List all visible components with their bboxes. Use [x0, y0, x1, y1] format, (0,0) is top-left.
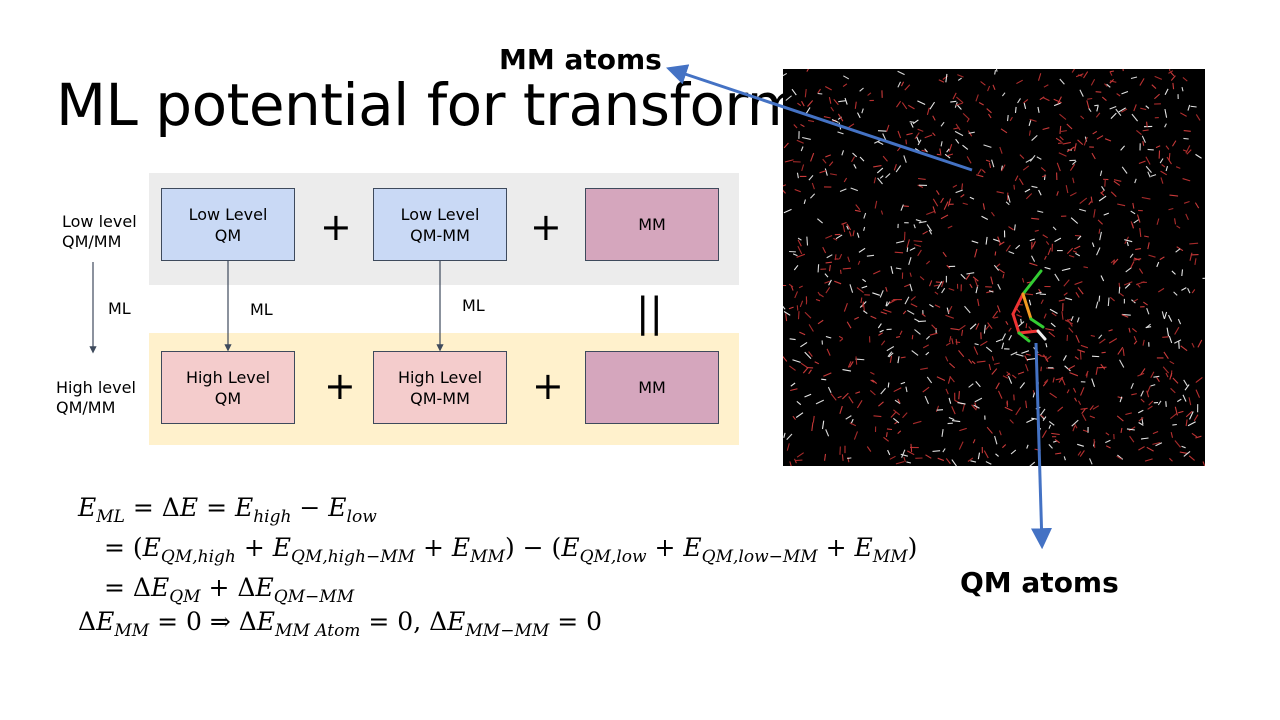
qm-atoms-callout-arrow [1031, 342, 1052, 550]
water-molecules [783, 69, 1205, 466]
slide-title: ML potential for transforming [56, 71, 891, 139]
ml-arrow-label-2: ML [462, 296, 485, 315]
plus-sign: + [532, 364, 564, 408]
high-level-qm-box: High Level QM [161, 351, 295, 424]
plus-sign: + [320, 205, 352, 249]
mm-box-top: MM [585, 188, 719, 261]
equation-line-4: ΔEMM = 0 ⇒ ΔEMM Atom = 0, ΔEMM−MM = 0 [78, 607, 603, 641]
equals-sign-vertical: || [636, 290, 663, 336]
low-level-label: Low level QM/MM [62, 212, 137, 251]
qm-atoms-label: QM atoms [960, 566, 1119, 599]
ml-side-label: ML [108, 299, 131, 318]
high-level-qm-mm-box: High Level QM-MM [373, 351, 507, 424]
low-level-qm-mm-box: Low Level QM-MM [373, 188, 507, 261]
equation-line-1: EML = ΔE = Ehigh − Elow [78, 493, 377, 527]
qm-solute-molecule [1011, 269, 1047, 343]
plus-sign: + [324, 364, 356, 408]
plus-sign: + [530, 205, 562, 249]
mm-box-bottom: MM [585, 351, 719, 424]
md-simulation-box [783, 69, 1205, 466]
low-level-qm-box: Low Level QM [161, 188, 295, 261]
mm-atoms-callout-arrow [666, 64, 973, 172]
high-level-label: High level QM/MM [56, 378, 136, 417]
mm-atoms-label: MM atoms [499, 43, 662, 76]
equation-line-3: = ΔEQM + ΔEQM−MM [104, 573, 355, 607]
equation-line-2: = (EQM,high + EQM,high−MM + EMM) − (EQM,… [104, 533, 918, 567]
ml-arrow-label-1: ML [250, 300, 273, 319]
